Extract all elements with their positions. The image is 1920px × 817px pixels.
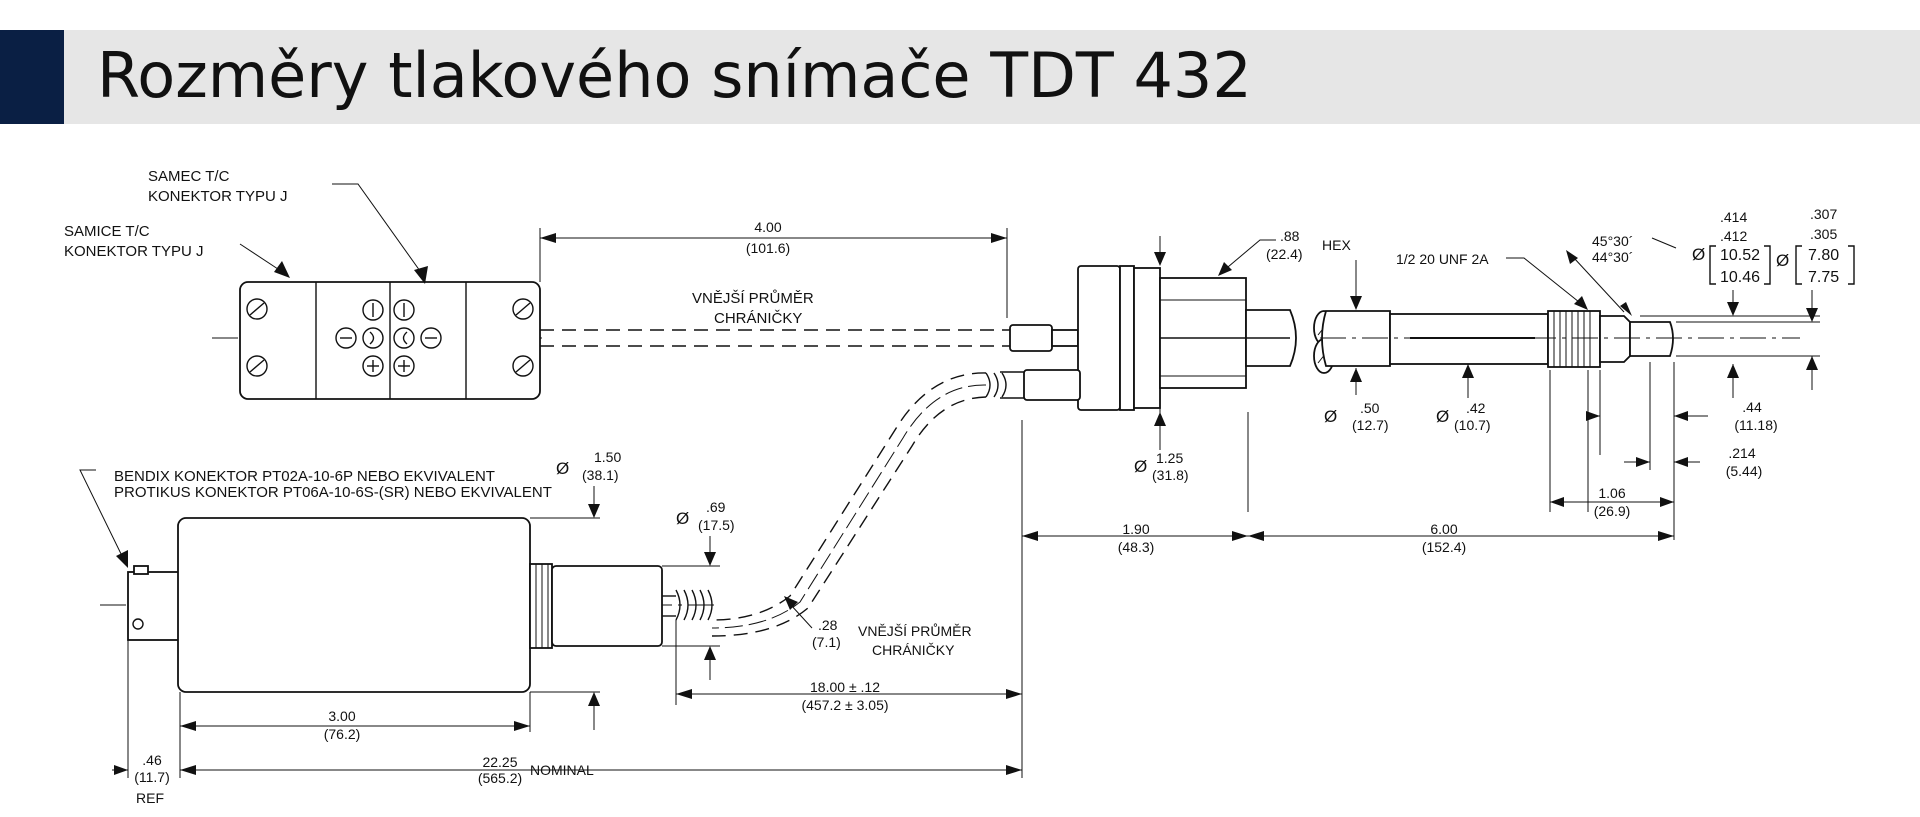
- dimension-label-dimensions-tip_b_top: .307: [1810, 206, 1837, 222]
- dimension-label-dimensions-d1800-in: 18.00 ± .12: [810, 679, 880, 695]
- bendix-label-1: BENDIX KONEKTOR PT02A-10-6P NEBO EKVIVAL…: [114, 468, 495, 485]
- thread-lines: [1553, 311, 1591, 367]
- dimension-label-dimensions-d044-in: .44: [1742, 399, 1762, 415]
- title-accent-block: [0, 30, 64, 124]
- dimension-label-dimensions-d069-mm: (17.5): [698, 517, 735, 533]
- tc-connector: [212, 281, 545, 400]
- dimension-label-dimensions-d2225-mm: (565.2): [478, 770, 522, 786]
- dimension-label-dimensions-angle_a: 45°30´: [1592, 233, 1633, 249]
- dimension-label-dimensions-d069-in: .69: [706, 499, 726, 515]
- dimension-label-dimensions-d044-mm: (11.18): [1734, 417, 1777, 433]
- upper-sheath: [540, 329, 1010, 347]
- dimension-label-dimensions-tip_a_bot: .412: [1720, 228, 1747, 244]
- dimension-label-dimensions-d106-mm: (26.9): [1594, 503, 1631, 519]
- lower-sheath: [711, 369, 1081, 637]
- sheath-label-1: VNĚJŠÍ PRŮMĚR: [692, 289, 814, 307]
- dimension-label-dimensions-d214-mm: (5.44): [1726, 463, 1763, 479]
- dimension-label-dimensions-angle_b: 44°30´: [1592, 249, 1633, 265]
- transducer-head: [1009, 265, 1800, 411]
- screw-icon: [246, 298, 534, 377]
- bendix-body: [100, 517, 720, 693]
- dimension-label-dimensions-tip_b_mm_bot: 7.75: [1808, 269, 1839, 286]
- dimension-label-labels-diameter_symbol: Ø: [1134, 457, 1147, 476]
- ribs: [535, 564, 549, 648]
- dimension-label-dimensions-d300-in: 3.00: [328, 708, 355, 724]
- dimension-label-labels-diameter_symbol: Ø: [1436, 407, 1449, 426]
- samec-label-2: KONEKTOR TYPU J: [148, 188, 287, 205]
- sheath-label-lower-2: CHRÁNIČKY: [872, 642, 955, 658]
- dimension-label-labels-diameter_symbol: Ø: [556, 459, 569, 478]
- bendix-labels: BENDIX KONEKTOR PT02A-10-6P NEBO EKVIVAL…: [79, 449, 972, 730]
- dimension-label-dimensions-d046-mm: (11.7): [134, 769, 170, 785]
- sheath-label-lower-1: VNĚJŠÍ PRŮMĚR: [858, 622, 972, 639]
- dimension-label-dimensions-d125-in: 1.25: [1156, 450, 1183, 466]
- sheath-label-2: CHRÁNIČKY: [714, 310, 802, 327]
- dimension-label-dimensions-tip_b_bot: .305: [1810, 226, 1837, 242]
- dimension-label-dimensions-d028-mm: (7.1): [812, 634, 841, 650]
- dimension-label-dimensions-d2225-in: 22.25: [482, 754, 517, 770]
- pin-icon: [335, 299, 442, 377]
- dimension-label-dimensions-d046-in: .46: [142, 752, 162, 768]
- samec-label-1: SAMEC T/C: [148, 168, 230, 185]
- dimension-label-dimensions-tip_a_mm_bot: 10.46: [1720, 269, 1760, 286]
- dimension-label-dimensions-d150-mm: (38.1): [582, 467, 619, 483]
- dimension-label-dimensions-d190-mm: (48.3): [1118, 539, 1155, 555]
- dimension-label-dimensions-tip_a_top: .414: [1720, 209, 1747, 225]
- dimension-label-dimensions-d050-in: .50: [1360, 400, 1380, 416]
- dimension-label-dimensions-d125-mm: (31.8): [1152, 467, 1189, 483]
- dimension-label-labels-diameter_symbol: Ø: [1324, 407, 1337, 426]
- dimension-label-labels-hex: HEX: [1322, 237, 1351, 253]
- dimension-label-dimensions-d600-mm: (152.4): [1422, 539, 1466, 555]
- dimension-label-labels-diameter_symbol: Ø: [1692, 245, 1705, 264]
- dimension-label-labels-ref: REF: [136, 790, 164, 806]
- page-title: Rozměry tlakového snímače TDT 432: [97, 39, 1252, 112]
- dimension-label-dimensions-tip_a_mm_top: 10.52: [1720, 247, 1760, 264]
- dimension-label-dimensions-d190-in: 1.90: [1122, 521, 1149, 537]
- dim-4-00: 4.00 (101.6): [539, 219, 1008, 318]
- bendix-label-2: PROTIKUS KONEKTOR PT06A-10-6S-(SR) NEBO …: [114, 484, 552, 501]
- tc-connector-labels: SAMEC T/C KONEKTOR TYPU J SAMICE T/C KON…: [64, 168, 814, 327]
- dimension-label-dimensions-d088-in: .88: [1280, 228, 1300, 244]
- dimension-label-dimensions-d150-in: 1.50: [594, 449, 621, 465]
- dimension-label-dimensions-d300-mm: (76.2): [324, 726, 361, 742]
- title-bar: Rozměry tlakového snímače TDT 432: [0, 30, 1920, 124]
- dimension-label-labels-thread: 1/2 20 UNF 2A: [1396, 251, 1489, 267]
- lower-dimensions: 18.00 ± .12 (457.2 ± 3.05) 3.00 (76.2) 2…: [112, 620, 1022, 806]
- dimension-label-labels-diameter_symbol: Ø: [1776, 251, 1789, 270]
- dimension-label-dimensions-d088-mm: (22.4): [1266, 246, 1303, 262]
- samice-label-2: KONEKTOR TYPU J: [64, 243, 203, 260]
- dimension-label-dimensions-d042-mm: (10.7): [1454, 417, 1491, 433]
- dimension-label-dimensions-d214-in: .214: [1728, 445, 1755, 461]
- dimension-label-dimensions-d1800-mm: (457.2 ± 3.05): [801, 697, 888, 713]
- dimension-label-dimensions-d400-in: 4.00: [754, 219, 781, 235]
- dimension-label-labels-nominal: NOMINAL: [530, 762, 594, 778]
- dimension-label-dimensions-d028-in: .28: [818, 617, 838, 633]
- dimension-label-dimensions-d042-in: .42: [1466, 400, 1486, 416]
- dimension-label-dimensions-d400-mm: (101.6): [746, 240, 790, 256]
- dimension-label-dimensions-tip_b_mm_top: 7.80: [1808, 247, 1839, 264]
- dimension-label-dimensions-d106-in: 1.06: [1598, 485, 1625, 501]
- dimension-label-dimensions-d600-in: 6.00: [1430, 521, 1457, 537]
- samice-label-1: SAMICE T/C: [64, 223, 150, 240]
- dimension-label-dimensions-d050-mm: (12.7): [1352, 417, 1389, 433]
- head-dimensions: .88 (22.4) HEX Ø 1.25 (31.8) Ø .50 (12.7…: [1021, 206, 1855, 778]
- dimension-label-labels-diameter_symbol: Ø: [676, 509, 689, 528]
